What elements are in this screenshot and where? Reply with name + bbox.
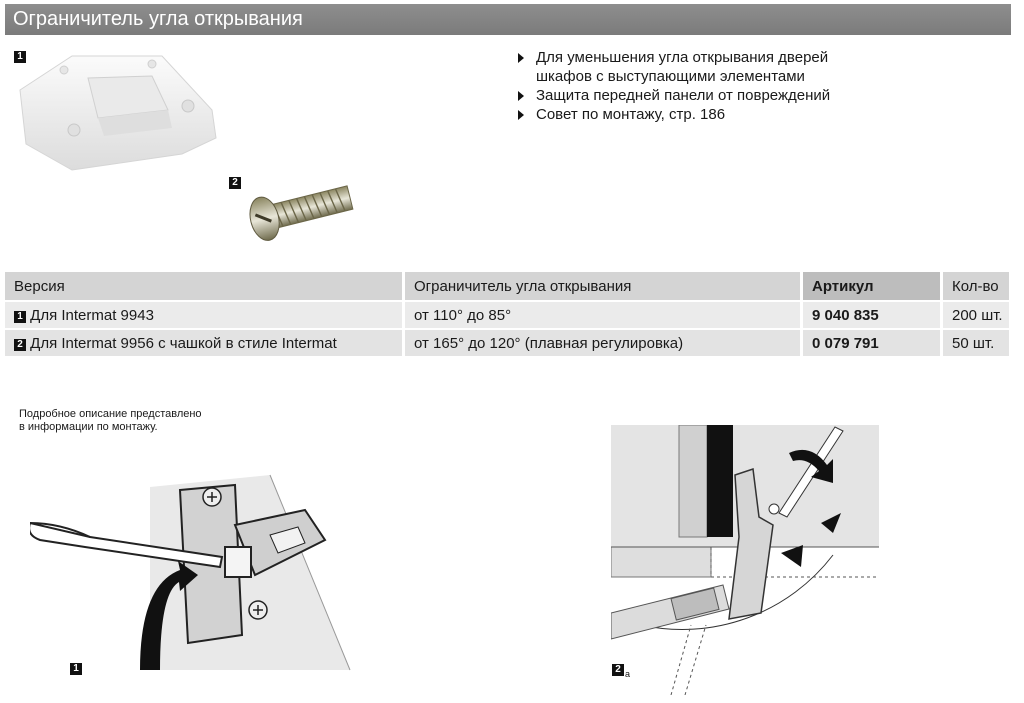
table-row: 2 Для Intermat 9956 с чашкой в стиле Int…: [5, 328, 1009, 356]
header-qty: Кол-во: [940, 272, 1009, 300]
screw-image: [249, 185, 354, 241]
badge-1: 1: [14, 51, 26, 63]
table-row: 1 Для Intermat 9943 от 110° до 85° 9 040…: [5, 300, 1009, 328]
hinge-angle-diagram: [611, 425, 879, 695]
cell-version: 1 Для Intermat 9943: [5, 300, 402, 328]
diagram-2-sub: a: [625, 669, 631, 679]
feature-item: Для уменьшения угла открывания дверей шк…: [516, 48, 836, 86]
mounting-note: Подробное описание представлено в информ…: [19, 408, 202, 434]
header-version: Версия: [5, 272, 402, 300]
diagram-2-badge: 2: [612, 664, 624, 676]
cell-limiter: от 110° до 85°: [402, 300, 800, 328]
cell-article: 0 079 791: [800, 328, 940, 356]
header-limiter: Ограничитель угла открывания: [402, 272, 800, 300]
cell-qty: 200 шт.: [940, 300, 1009, 328]
cell-limiter: от 165° до 120° (плавная регулировка): [402, 328, 800, 356]
note-line: Подробное описание представлено: [19, 408, 202, 420]
diagram-1-badge: 1: [70, 663, 82, 675]
badge-2: 2: [229, 177, 241, 189]
version-text: Для Intermat 9956 с чашкой в стиле Inter…: [30, 334, 337, 352]
screwdriver-install-illustration: [30, 474, 351, 671]
row-badge: 2: [14, 338, 26, 351]
cell-version: 2 Для Intermat 9956 с чашкой в стиле Int…: [5, 328, 402, 356]
cell-article: 9 040 835: [800, 300, 940, 328]
row-badge: 1: [14, 310, 26, 323]
angle-limiter-part-image: [19, 55, 217, 171]
version-text: Для Intermat 9943: [30, 306, 154, 324]
page-title: Ограничитель угла открывания: [5, 4, 1011, 35]
feature-item: Совет по монтажу, стр. 186: [516, 105, 836, 124]
spec-table: Версия Ограничитель угла открывания Арти…: [5, 272, 1009, 356]
table-header-row: Версия Ограничитель угла открывания Арти…: [5, 272, 1009, 300]
feature-list: Для уменьшения угла открывания дверей шк…: [516, 48, 836, 124]
header-article: Артикул: [800, 272, 940, 300]
cell-qty: 50 шт.: [940, 328, 1009, 356]
feature-item: Защита передней панели от повреждений: [516, 86, 836, 105]
note-line: в информации по монтажу.: [19, 421, 158, 433]
